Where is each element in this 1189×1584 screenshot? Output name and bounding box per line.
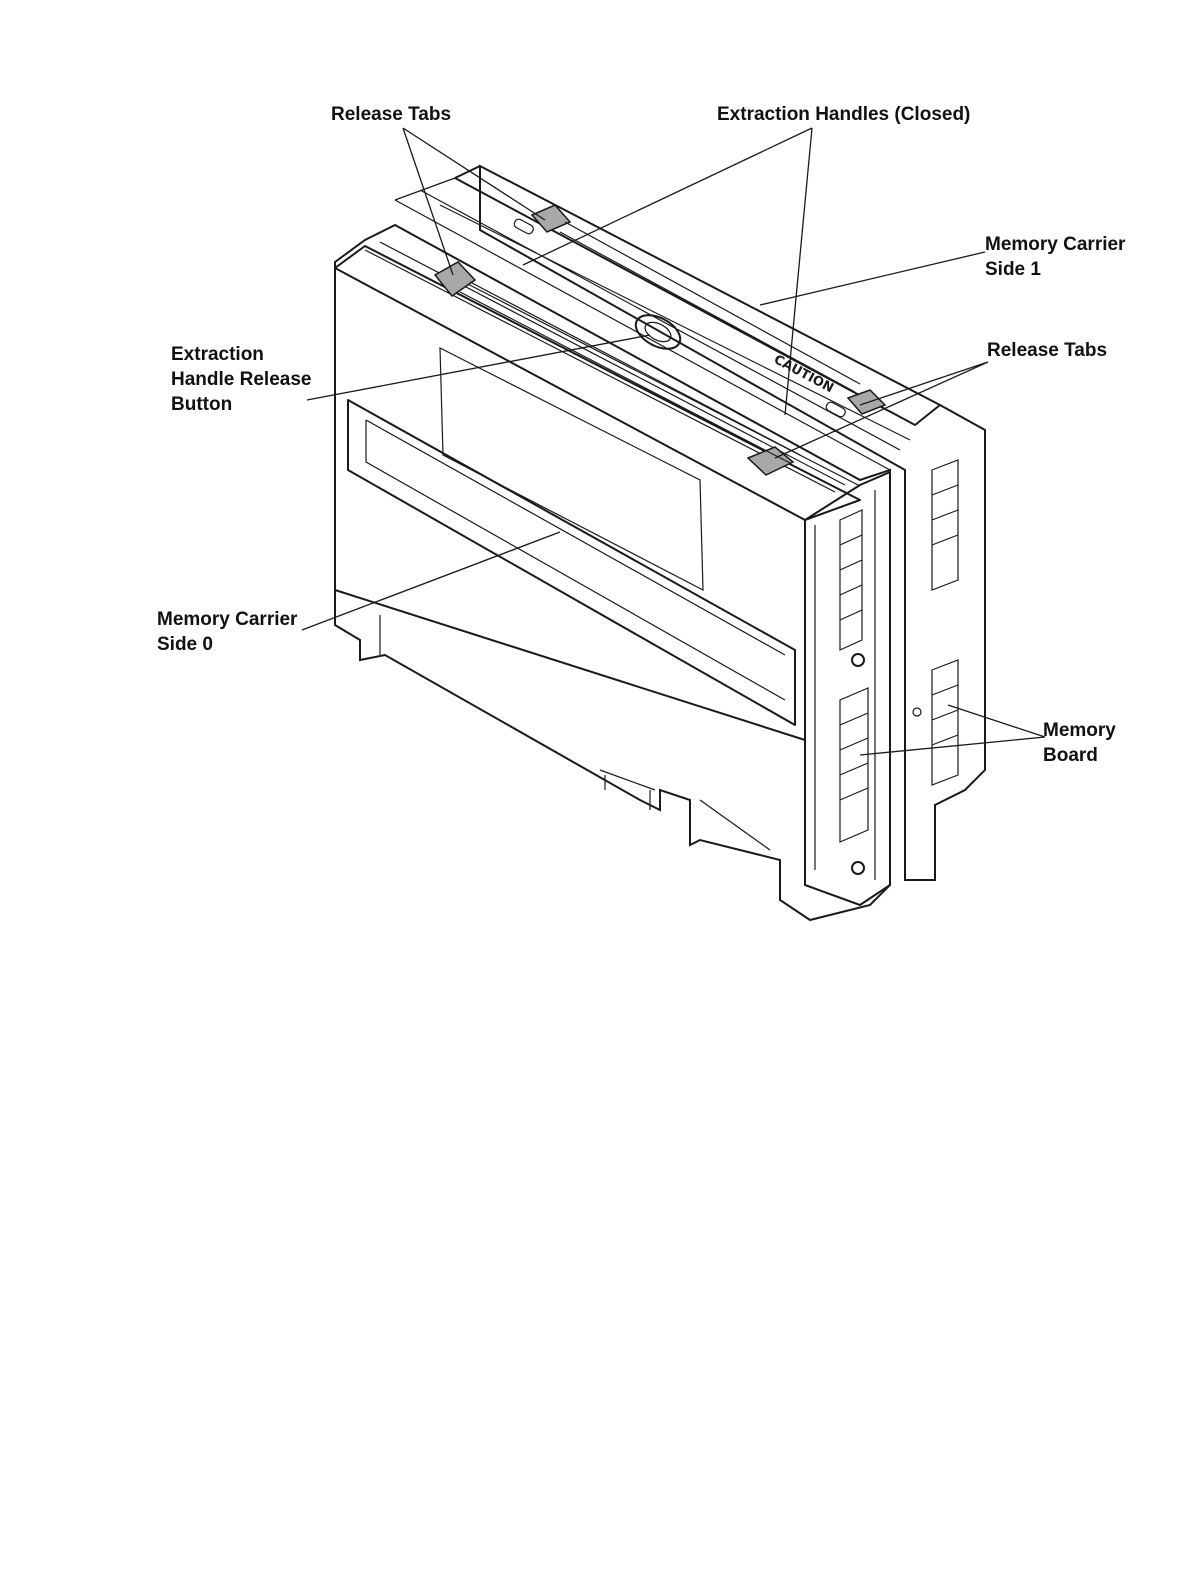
callout-line: Handle Release (171, 367, 311, 392)
callout-text: Release Tabs (987, 338, 1107, 363)
callout-line: Side 0 (157, 632, 297, 657)
callout-release-tabs-left: Release Tabs (331, 102, 451, 127)
callout-release-tabs-right: Release Tabs (987, 338, 1107, 363)
callout-text: Release Tabs (331, 102, 451, 127)
callout-memory-carrier-side1: Memory Carrier Side 1 (985, 232, 1125, 282)
callout-memory-carrier-side0: Memory Carrier Side 0 (157, 607, 297, 657)
callout-line: Extraction (171, 342, 311, 367)
memory-carrier-assembly: CAUTION (335, 166, 985, 920)
callout-line: Memory Carrier (985, 232, 1125, 257)
callout-line: Memory Carrier (157, 607, 297, 632)
leader-side1 (760, 252, 985, 305)
carrier-side0-body (335, 225, 890, 920)
callout-line: Memory (1043, 718, 1116, 743)
callout-line: Side 1 (985, 257, 1125, 282)
callout-extraction-handles: Extraction Handles (Closed) (717, 102, 970, 127)
callout-line: Board (1043, 743, 1116, 768)
callout-memory-board: Memory Board (1043, 718, 1116, 768)
callout-handle-release-button: Extraction Handle Release Button (171, 342, 311, 417)
callout-line: Button (171, 392, 311, 417)
callout-text: Extraction Handles (Closed) (717, 102, 970, 127)
